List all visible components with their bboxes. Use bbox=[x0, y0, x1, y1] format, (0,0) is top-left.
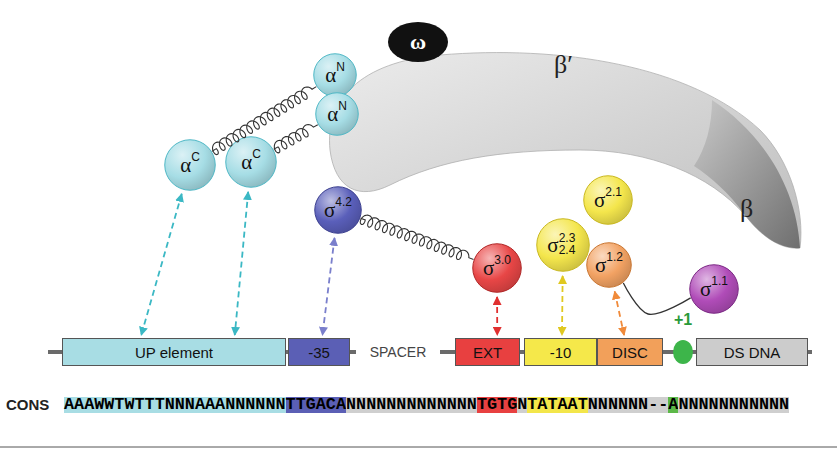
binding-arrow bbox=[141, 194, 182, 335]
subunit-circle bbox=[316, 93, 359, 136]
subunit-symbol: σ bbox=[595, 255, 606, 276]
subunit-index: 1.2 bbox=[606, 251, 623, 263]
sequence-segment: A bbox=[668, 397, 678, 413]
subunit-index: 2.1 bbox=[605, 186, 622, 198]
start-site: +1 bbox=[669, 312, 697, 366]
subunit-symbol: α bbox=[180, 155, 191, 176]
ext-box: EXT bbox=[455, 338, 520, 366]
cons-label: CONS bbox=[6, 397, 49, 413]
domain-linker bbox=[274, 125, 318, 153]
alpha-n-domain: αN bbox=[315, 92, 359, 136]
sigma-region: σ4.2 bbox=[314, 186, 362, 234]
subunit-symbol: σ bbox=[700, 279, 711, 300]
sequence-segment: NNNNNNNNNNN bbox=[678, 397, 789, 413]
circle-outline bbox=[472, 243, 522, 293]
element-label: EXT bbox=[473, 344, 502, 361]
subunit-circle bbox=[165, 140, 216, 191]
subunit-circle bbox=[226, 137, 277, 188]
subunit-circle bbox=[315, 187, 362, 234]
sequence-segment: AAAWWTWTTTNNNAAANNNNNN bbox=[64, 397, 286, 413]
ds-dna-box: DS DNA bbox=[696, 338, 808, 366]
circle-outline bbox=[689, 264, 739, 314]
subunit-circle bbox=[587, 243, 632, 288]
start-site-label: +1 bbox=[669, 312, 697, 328]
binding-arrow bbox=[615, 291, 624, 335]
element-label: -35 bbox=[308, 344, 330, 361]
subunit-symbol: σ bbox=[547, 235, 558, 256]
subunit-symbol: β′ bbox=[554, 52, 573, 78]
subunit-index: 4.2 bbox=[335, 196, 352, 208]
subunit-index: 2.3 2.4 bbox=[559, 232, 579, 256]
subunit-index: C bbox=[191, 151, 200, 163]
sequence-segment: NNNNNNNNNNNNN bbox=[346, 397, 477, 413]
domain-linker bbox=[212, 87, 316, 155]
element-label: UP element bbox=[135, 344, 213, 361]
element-label: -10 bbox=[550, 344, 572, 361]
subunit-circle bbox=[690, 265, 739, 314]
element-label: DISC bbox=[612, 344, 648, 361]
subunit-index: 1.1 bbox=[711, 275, 728, 287]
subunit-index: C bbox=[252, 148, 261, 160]
sigma-region: σ1.2 bbox=[586, 242, 632, 288]
domain-linker bbox=[623, 283, 690, 314]
subunit-index: 3.0 bbox=[494, 254, 511, 266]
sigma-region: σ1.1 bbox=[689, 264, 739, 314]
beta-shape bbox=[694, 100, 800, 248]
circle-outline bbox=[314, 186, 362, 234]
binding-arrow bbox=[235, 192, 248, 335]
up-element-box: UP element bbox=[62, 338, 286, 366]
sequence-segment: N bbox=[517, 397, 527, 413]
sigma-region: σ3.0 bbox=[472, 243, 522, 293]
alpha-c-domain: αC bbox=[225, 136, 277, 188]
subunit-circle bbox=[537, 219, 590, 272]
subunit-circle bbox=[584, 176, 633, 225]
subunit-symbol: α bbox=[327, 104, 338, 125]
element-label: DS DNA bbox=[724, 344, 781, 361]
sigma-region: σ2.3 2.4 bbox=[536, 218, 590, 272]
subunit-circle bbox=[473, 244, 522, 293]
subunit-symbol: α bbox=[241, 152, 252, 173]
sequence-segment: TTGACA bbox=[286, 397, 346, 413]
sigma-region: σ2.1 bbox=[583, 175, 633, 225]
subunit-symbol: σ bbox=[594, 190, 605, 211]
circle-outline bbox=[586, 242, 632, 288]
binding-arrow bbox=[561, 276, 563, 335]
alpha-n-domain: αN bbox=[313, 53, 357, 97]
domain-linker bbox=[360, 215, 473, 259]
subunit-index: N bbox=[338, 100, 347, 112]
subunit-symbol: ω bbox=[410, 31, 426, 53]
subunit-symbol: σ bbox=[324, 200, 335, 221]
minus10-box: -10 bbox=[524, 338, 597, 366]
subunit-symbol: σ bbox=[483, 258, 494, 279]
circle-outline bbox=[583, 175, 633, 225]
spacer-label: SPACER bbox=[356, 343, 440, 361]
disc-box: DISC bbox=[597, 338, 663, 366]
sequence-segment: TATAAT bbox=[527, 397, 587, 413]
binding-arrow bbox=[322, 238, 334, 335]
subunit-symbol: α bbox=[325, 65, 336, 86]
omega-subunit: ω bbox=[388, 22, 448, 62]
alpha-c-domain: αC bbox=[164, 139, 216, 191]
bottom-rule bbox=[0, 447, 837, 448]
subunit-symbol: β bbox=[740, 196, 753, 222]
sequence-segment: NNNNNN-- bbox=[588, 397, 669, 413]
omega-ellipse bbox=[388, 22, 448, 62]
subunit-circle bbox=[314, 54, 357, 97]
subunit-index: N bbox=[336, 61, 345, 73]
binding-arrow bbox=[496, 297, 498, 335]
consensus-sequence: AAAWWTWTTTNNNAAANNNNNNTTGACANNNNNNNNNNNN… bbox=[64, 397, 789, 413]
sequence-segment: TGTG bbox=[477, 397, 517, 413]
start-site-marker bbox=[673, 340, 693, 364]
minus35-box: -35 bbox=[288, 338, 350, 366]
